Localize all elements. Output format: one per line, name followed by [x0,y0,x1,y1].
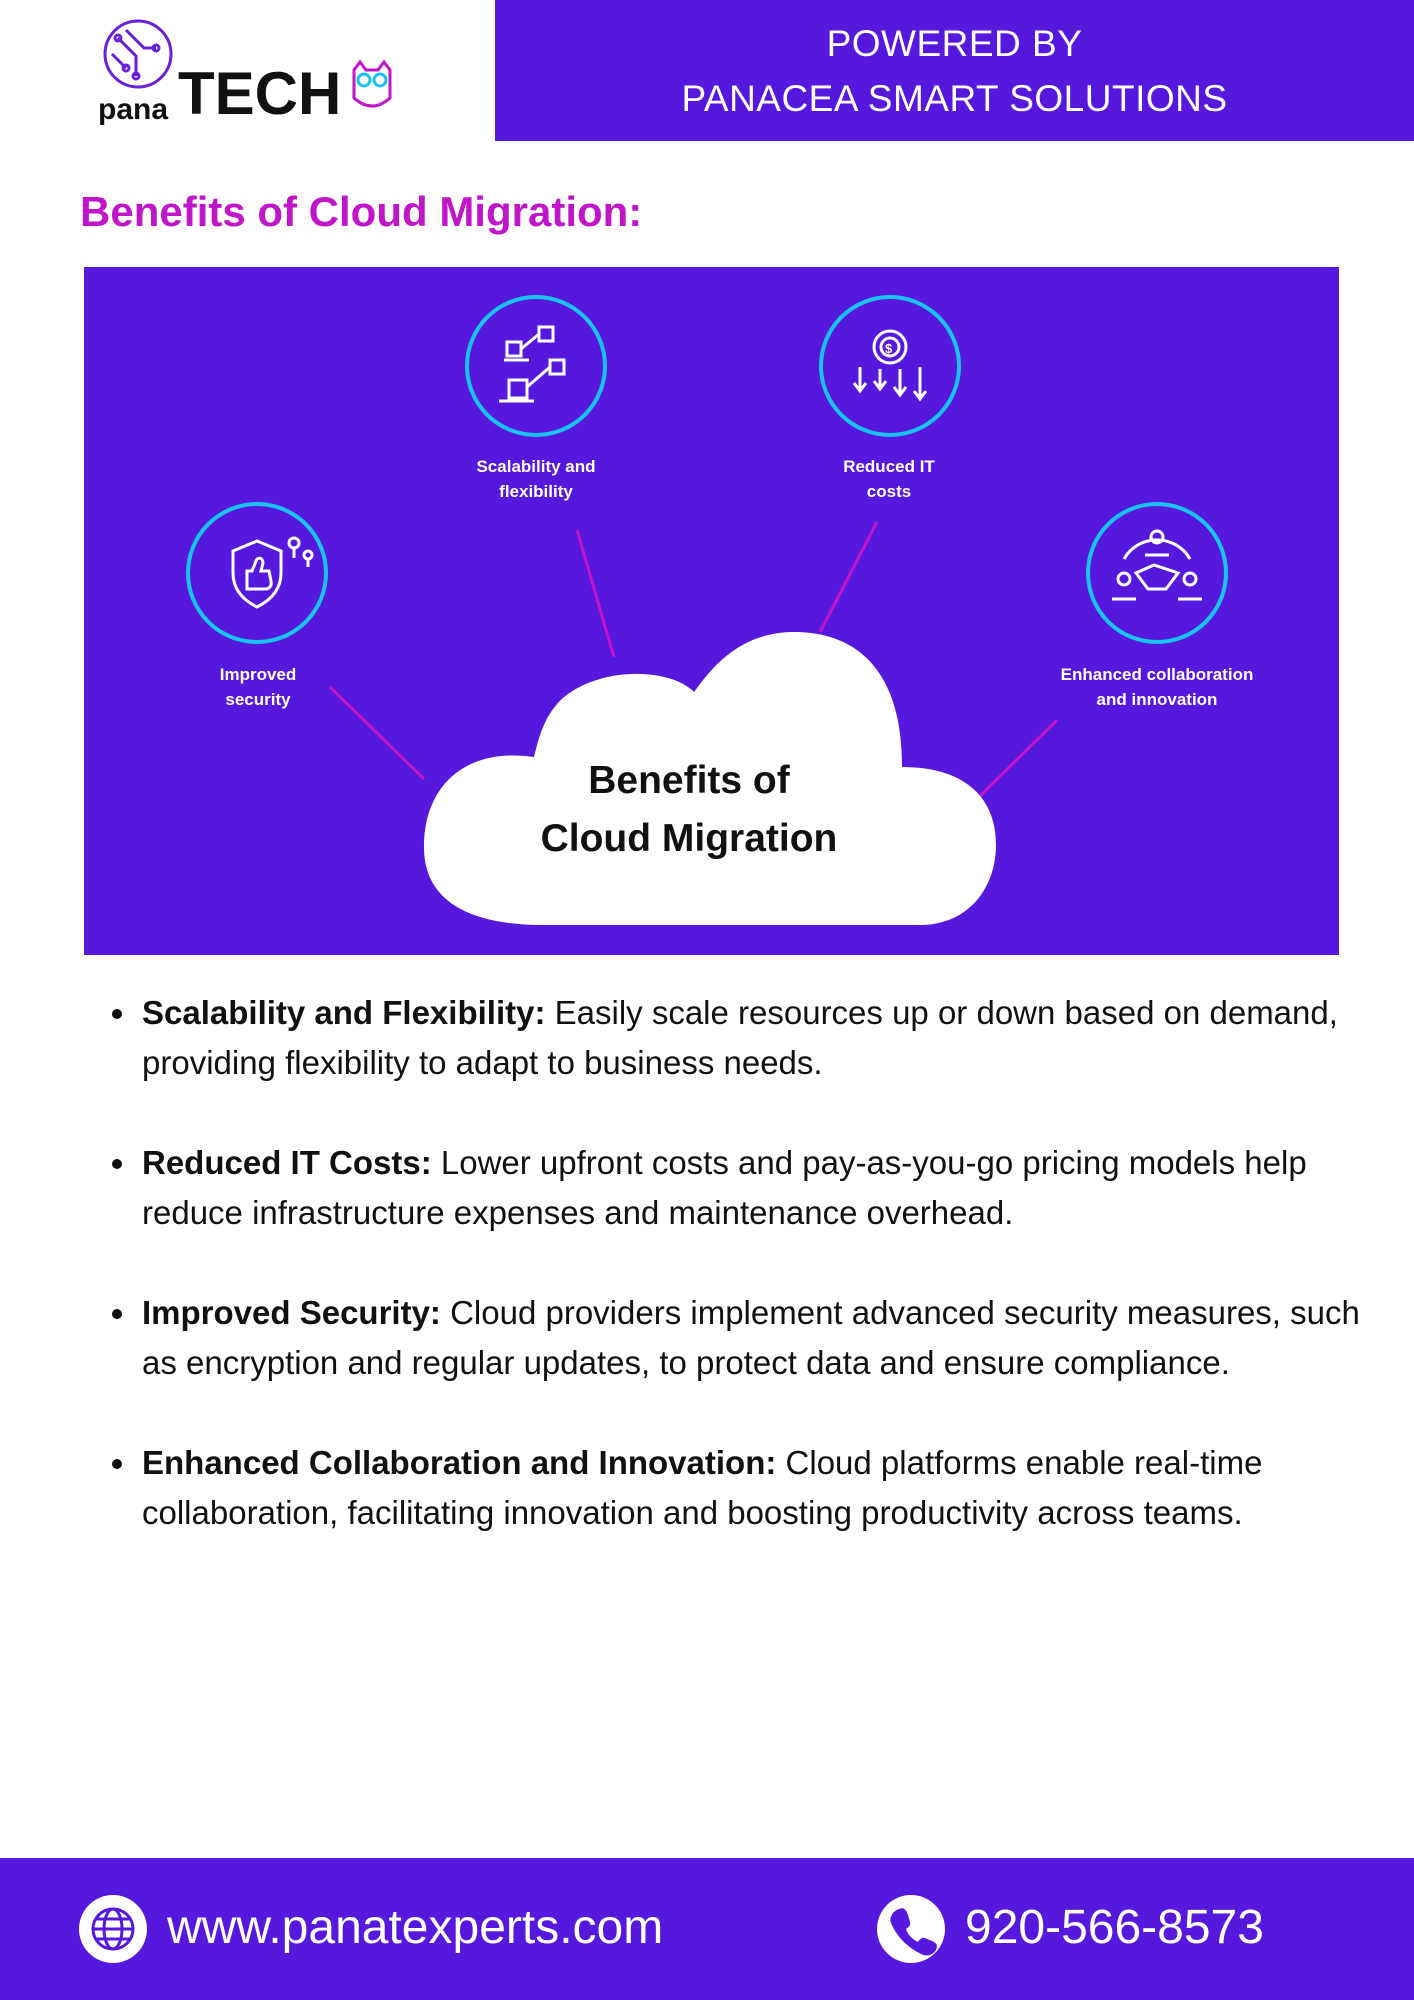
network-icon [499,325,566,403]
label-security: Improved security [128,662,388,712]
label-scalability: Scalability and flexibility [406,454,666,504]
powered-by-line: POWERED BY [826,22,1083,64]
handshake-icon [1112,529,1202,601]
globe-icon [79,1895,147,1963]
cloud-shape [424,632,996,925]
footer: www.panatexperts.com 920-566-8573 [0,1858,1414,2000]
label-scalability-line2: flexibility [499,482,573,501]
ring-scalability [465,295,607,437]
label-collab-line2: and innovation [1096,690,1218,709]
bullet-title: Reduced IT Costs: [142,1144,432,1181]
bullet-title: Improved Security: [142,1294,441,1331]
list-item: Enhanced Collaboration and Innovation: C… [104,1438,1364,1538]
label-costs-line1: Reduced IT [843,457,935,476]
cloud-title: Benefits of Cloud Migration [479,752,899,868]
bullet-title: Scalability and Flexibility: [142,994,546,1031]
section-title: Benefits of Cloud Migration: [80,188,643,235]
list-item: Improved Security: Cloud providers imple… [104,1288,1364,1388]
label-collab: Enhanced collaboration and innovation [1027,662,1287,712]
website-link[interactable]: www.panatexperts.com [167,1901,664,1954]
panatech-logo: pana TECH [98,19,392,127]
connector-collab [977,718,1059,799]
label-security-line2: security [225,690,291,709]
list-item: Reduced IT Costs: Lower upfront costs an… [104,1138,1364,1238]
label-scalability-line1: Scalability and [476,457,596,476]
bullet-title: Enhanced Collaboration and Innovation: [142,1444,777,1481]
logo-main: TECH [178,60,341,127]
connector-costs [818,521,879,633]
cloud-title-line2: Cloud Migration [540,817,838,860]
benefits-infographic: $ Scalability and flexib [84,267,1339,955]
connector-lines [328,521,1059,799]
label-costs: Reduced IT costs [759,454,1019,504]
bullet-text: Cloud platforms enable real-time collabo… [142,1444,1263,1531]
infographic-graphics: $ [186,295,1228,925]
label-costs-line2: costs [866,482,912,501]
dollar-gear-icon: $ [852,329,928,402]
bullet-text: Easily scale resources up or down based … [142,994,1338,1081]
circuit-brain-icon [103,19,173,89]
company-name: PANACEA SMART SOLUTIONS [681,77,1228,119]
list-item: Scalability and Flexibility: Easily scal… [104,988,1364,1088]
phone-number[interactable]: 920-566-8573 [965,1901,1264,1954]
connector-scalability [575,529,616,658]
svg-text:$: $ [885,341,893,356]
owl-icon [352,59,392,108]
powered-by-banner: POWERED BY PANACEA SMART SOLUTIONS [495,0,1414,141]
label-security-line1: Improved [219,665,297,684]
ring-costs [819,295,961,437]
shield-thumbs-up-icon [231,536,314,609]
benefits-list: Scalability and Flexibility: Easily scal… [104,988,1364,1588]
phone-icon [877,1895,945,1963]
label-collab-line1: Enhanced collaboration [1060,665,1254,684]
logo-prefix: pana [98,93,168,126]
bullet-text: Cloud providers implement advanced secur… [142,1294,1360,1381]
connector-security [328,685,426,781]
bullet-text: Lower upfront costs and pay-as-you-go pr… [142,1144,1307,1231]
ring-collab [1086,502,1228,644]
cloud-title-line1: Benefits of [588,759,790,802]
ring-security [186,502,328,644]
